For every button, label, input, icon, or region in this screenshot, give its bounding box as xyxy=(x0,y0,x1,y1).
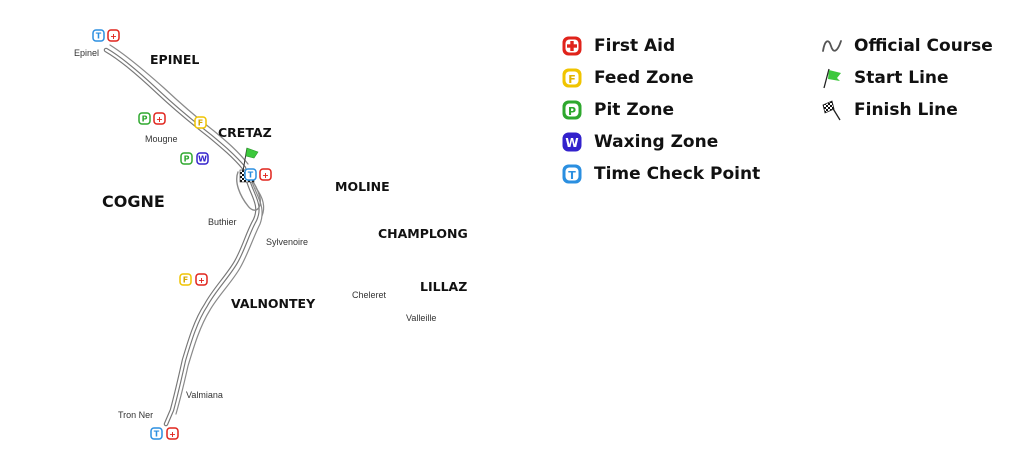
time-check-badge: T xyxy=(92,29,105,42)
legend-waxing-zone: W Waxing Zone xyxy=(560,126,760,158)
feed-zone-badge: F xyxy=(194,116,207,129)
region-lillaz: LILLAZ xyxy=(420,279,467,294)
place-tron-ner: Tron Ner xyxy=(118,410,153,420)
start-line-marker xyxy=(242,147,259,172)
start-flag-icon xyxy=(820,66,844,90)
first-aid-badge: + xyxy=(195,273,208,286)
place-sylvenoire: Sylvenoire xyxy=(266,237,308,247)
region-champlong: CHAMPLONG xyxy=(378,226,468,241)
first-aid-badge: + xyxy=(166,427,179,440)
pit-zone-badge: P xyxy=(138,112,151,125)
legend-pit-zone-label: Pit Zone xyxy=(594,100,674,120)
time-check-badge: T xyxy=(244,168,257,181)
svg-text:F: F xyxy=(198,119,203,128)
svg-text:+: + xyxy=(110,32,117,41)
svg-text:W: W xyxy=(198,155,207,164)
legend-finish-line-label: Finish Line xyxy=(854,100,958,120)
legend-official-course: Official Course xyxy=(820,30,993,62)
svg-text:T: T xyxy=(96,32,102,41)
svg-text:F: F xyxy=(183,276,188,285)
time-check-icon: T xyxy=(560,162,584,186)
legend-first-aid-label: First Aid xyxy=(594,36,676,56)
place-valmiana: Valmiana xyxy=(186,390,223,400)
legend-start-line: Start Line xyxy=(820,62,993,94)
svg-text:P: P xyxy=(142,115,148,124)
first-aid-icon xyxy=(560,34,584,58)
svg-text:T: T xyxy=(248,171,254,180)
svg-text:W: W xyxy=(565,136,578,150)
svg-text:+: + xyxy=(169,430,176,439)
place-mougne: Mougne xyxy=(145,134,178,144)
legend-finish-line: Finish Line xyxy=(820,94,993,126)
region-cogne: COGNE xyxy=(102,192,165,211)
svg-text:T: T xyxy=(154,430,160,439)
legend-course: Official Course Start Line Finish Line xyxy=(820,30,993,126)
first-aid-badge: + xyxy=(153,112,166,125)
course-line-icon xyxy=(820,34,844,58)
time-check-badge: T xyxy=(150,427,163,440)
first-aid-badge: + xyxy=(107,29,120,42)
legend-waxing-zone-label: Waxing Zone xyxy=(594,132,719,152)
pit-zone-badge: P xyxy=(180,152,193,165)
legend-pit-zone: P Pit Zone xyxy=(560,94,760,126)
legend-feed-zone: F Feed Zone xyxy=(560,62,760,94)
course-path xyxy=(103,44,265,427)
region-epinel: EPINEL xyxy=(150,52,199,67)
legend-first-aid: First Aid xyxy=(560,30,760,62)
checkered-flag-icon xyxy=(820,98,844,122)
first-aid-badge: + xyxy=(259,168,272,181)
legend-feed-zone-label: Feed Zone xyxy=(594,68,694,88)
place-buthier: Buthier xyxy=(208,217,237,227)
legend-official-course-label: Official Course xyxy=(854,36,993,56)
waxing-zone-icon: W xyxy=(560,130,584,154)
svg-text:P: P xyxy=(184,155,190,164)
svg-text:+: + xyxy=(156,115,163,124)
place-epinel: Epinel xyxy=(74,48,99,58)
feed-zone-badge: F xyxy=(179,273,192,286)
legend-start-line-label: Start Line xyxy=(854,68,949,88)
svg-text:+: + xyxy=(262,171,269,180)
pit-zone-icon: P xyxy=(560,98,584,122)
legend-time-check-label: Time Check Point xyxy=(594,164,761,184)
legend-time-check: T Time Check Point xyxy=(560,158,760,190)
place-valleille: Valleille xyxy=(406,313,436,323)
place-cheleret: Cheleret xyxy=(352,290,387,300)
legend-markers: First Aid F Feed Zone P Pit Zone W Waxin… xyxy=(560,30,760,190)
feed-zone-icon: F xyxy=(560,66,584,90)
region-moline: MOLINE xyxy=(335,179,390,194)
svg-text:P: P xyxy=(568,105,576,118)
svg-text:+: + xyxy=(198,276,205,285)
svg-text:F: F xyxy=(568,73,576,86)
svg-text:T: T xyxy=(568,169,576,182)
region-cretaz: CRETAZ xyxy=(218,125,272,140)
waxing-zone-badge: W xyxy=(196,152,209,165)
region-valnontey: VALNONTEY xyxy=(231,296,316,311)
